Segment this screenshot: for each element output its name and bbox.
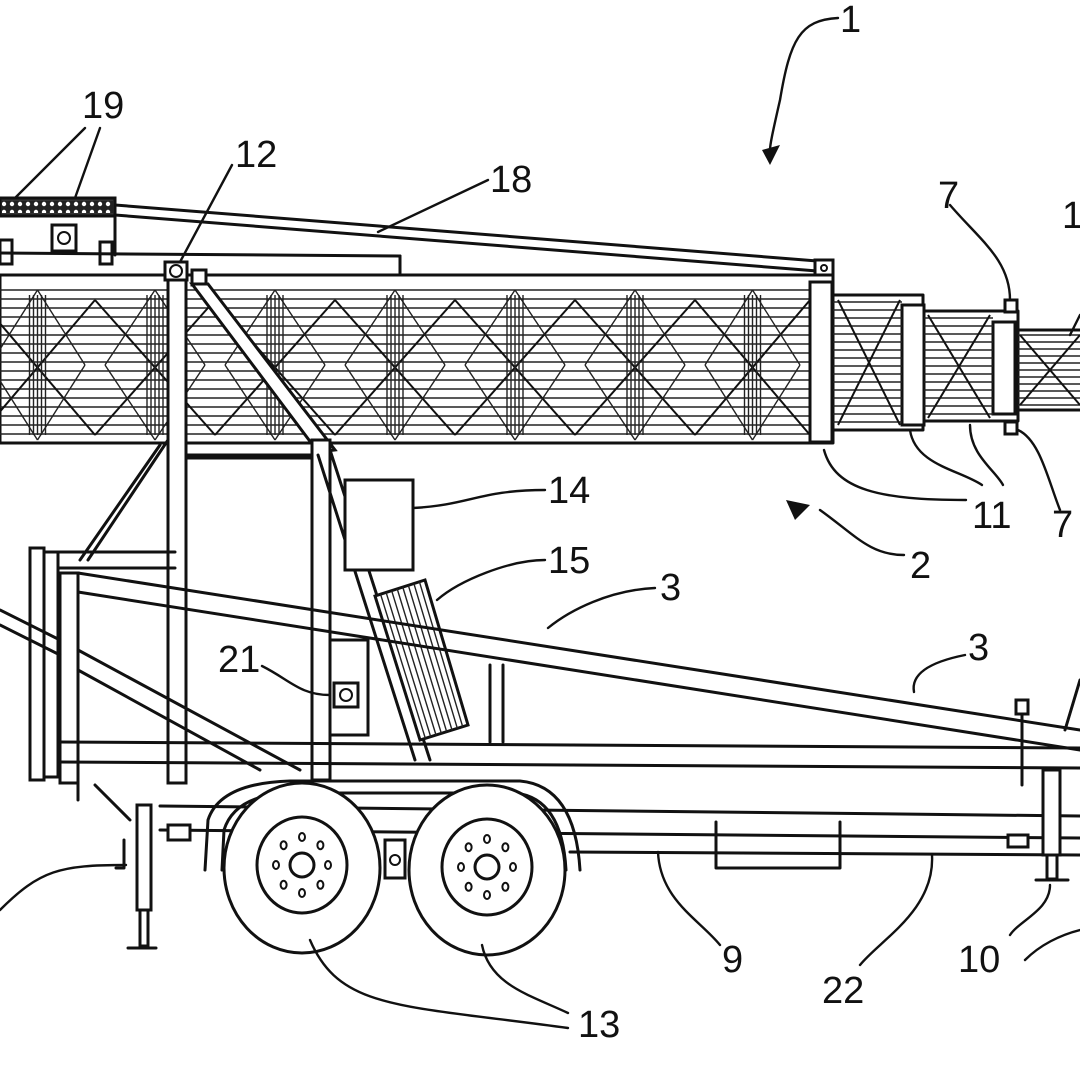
label-13: 13	[578, 1004, 620, 1046]
reference-numerals: 1 19 12 18 7 1 14 11 7 2 15 3 3 21 9 22 …	[82, 0, 1080, 1046]
lug-nut	[324, 860, 332, 870]
lug-nut	[464, 881, 473, 892]
truss-lacing	[0, 299, 96, 414]
main-truss	[0, 258, 835, 445]
counterweight-assembly	[0, 196, 402, 275]
hydraulic-unit	[328, 638, 370, 737]
lug-nut	[279, 879, 288, 890]
label-3-a: 3	[660, 567, 681, 609]
label-1-edge: 1	[1062, 195, 1080, 237]
lug-nut	[483, 834, 491, 844]
truss-lacing	[0, 289, 39, 351]
label-1: 1	[840, 0, 861, 41]
lug-nut	[316, 840, 325, 851]
leader-lines	[0, 16, 1080, 1030]
label-18: 18	[490, 159, 532, 201]
hub	[473, 853, 501, 881]
label-19: 19	[82, 85, 124, 127]
truss-lacing	[0, 321, 96, 436]
label-21: 21	[218, 639, 260, 681]
panel-slat	[402, 586, 448, 732]
panel-slat	[418, 581, 464, 727]
truss-lacing	[751, 289, 801, 366]
label-12: 12	[235, 134, 277, 176]
panel-slat	[407, 585, 453, 731]
rim	[440, 817, 534, 917]
label-2: 2	[910, 545, 931, 587]
label-7-top: 7	[938, 175, 959, 217]
hub	[288, 851, 316, 879]
panel-slat	[396, 588, 443, 734]
lug-nut	[501, 842, 510, 853]
truss-lacing	[36, 289, 86, 366]
label-9: 9	[722, 939, 743, 981]
arrow-head-1	[762, 145, 780, 165]
panel-slat	[390, 590, 437, 736]
tele-lacing	[927, 314, 991, 419]
telescoping-truss-sections	[831, 293, 1080, 436]
solar-panel	[373, 578, 470, 742]
panel-slat	[385, 592, 432, 737]
tire	[222, 781, 382, 955]
wheel-rear	[407, 783, 567, 957]
tire	[407, 783, 567, 957]
lug-nut	[298, 888, 306, 898]
label-15: 15	[548, 540, 590, 582]
label-22: 22	[822, 970, 864, 1012]
tele-lacing	[1019, 334, 1080, 406]
lug-nut	[279, 840, 288, 851]
lug-nut	[483, 890, 491, 900]
panel-slat	[379, 594, 427, 739]
wheel-front	[222, 781, 382, 955]
tele-lacing	[837, 299, 901, 426]
label-7-bottom: 7	[1052, 504, 1073, 546]
lug-nut	[509, 862, 517, 872]
label-14: 14	[548, 470, 590, 512]
lug-nut	[298, 832, 306, 842]
lug-nut	[457, 862, 465, 872]
lug-nut	[464, 842, 473, 853]
rim	[255, 815, 349, 915]
label-3-b: 3	[968, 627, 989, 669]
truss-lacing	[0, 379, 39, 441]
control-box	[343, 478, 415, 572]
label-10: 10	[958, 939, 1000, 981]
lug-nut	[316, 879, 325, 890]
arrow-head-2	[786, 500, 810, 520]
trailer-frame	[0, 546, 1080, 950]
truss-lacing	[704, 289, 754, 366]
label-11: 11	[972, 495, 1011, 537]
lug-nut	[501, 881, 510, 892]
boom-cable	[113, 203, 832, 274]
lug-nut	[272, 860, 280, 870]
panel-slat	[413, 583, 459, 729]
